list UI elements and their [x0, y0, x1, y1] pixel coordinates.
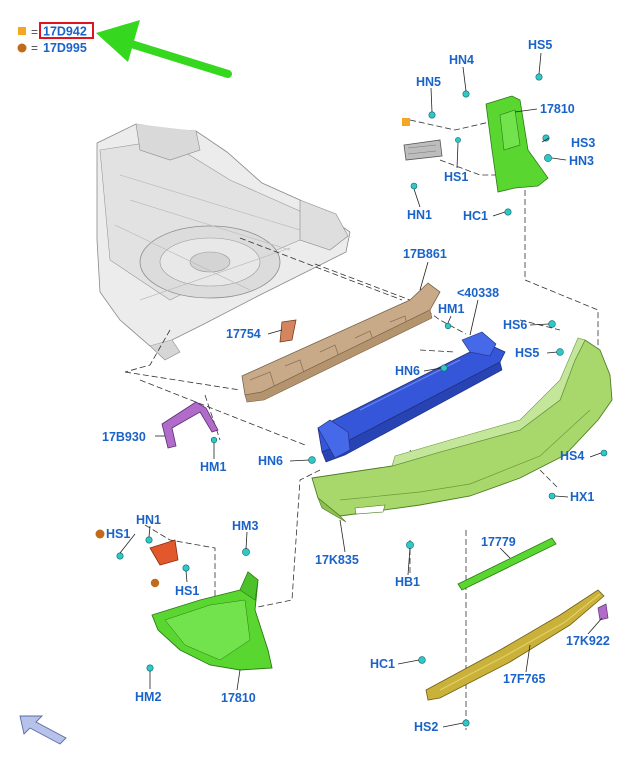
fastener-hs3[interactable]: [542, 134, 550, 142]
fastener-hn5-top[interactable]: [428, 111, 436, 119]
legend-equals-2: =: [31, 41, 38, 55]
green-pointer-arrow-icon: [96, 20, 232, 78]
fasteners: [116, 73, 608, 727]
fastener-hn3[interactable]: [544, 154, 552, 162]
callout-17810-top[interactable]: 17810: [540, 102, 575, 116]
fastener-hs4[interactable]: [600, 449, 608, 457]
side-bracket-17d995[interactable]: [149, 539, 179, 588]
callout-17779[interactable]: 17779: [481, 535, 516, 549]
legend-square-marker: [18, 27, 26, 35]
fastener-hm1-top[interactable]: [444, 322, 452, 330]
leader-lines: [119, 52, 603, 728]
rail-clip-17k922[interactable]: [597, 603, 609, 621]
fastener-hx1[interactable]: [548, 492, 556, 500]
bumper-cover-17k835[interactable]: [311, 337, 613, 523]
legend-circle-marker: [17, 43, 27, 53]
callout-labels: HS5 HN4 HN5 17810 HS3 HN3 HS1 HN1 HC1 17…: [95, 38, 610, 734]
callout-hs1-bottom[interactable]: HS1: [175, 584, 199, 598]
callout-hs6[interactable]: HS6: [503, 318, 527, 332]
callout-hc1-bottom[interactable]: HC1: [370, 657, 395, 671]
callout-hn1-top[interactable]: HN1: [407, 208, 432, 222]
reinforcement-strip-17779[interactable]: [457, 537, 557, 591]
callout-17f765[interactable]: 17F765: [503, 672, 545, 686]
callout-hs3[interactable]: HS3: [571, 136, 595, 150]
fastener-hm3[interactable]: [242, 548, 250, 556]
callout-hx1[interactable]: HX1: [570, 490, 594, 504]
fastener-hc1-bottom[interactable]: [418, 656, 426, 664]
absorber-bracket-17754[interactable]: [279, 319, 297, 343]
callout-17b861[interactable]: 17B861: [403, 247, 447, 261]
fastener-hs5-top[interactable]: [535, 73, 543, 81]
fastener-hn1-left[interactable]: [145, 536, 153, 544]
bumper-beam-40338[interactable]: [317, 331, 506, 463]
legend-highlight-box: [39, 22, 94, 39]
bracket-marker-circle: [150, 578, 160, 588]
callout-hs2[interactable]: HS2: [414, 720, 438, 734]
callout-hm1-left[interactable]: HM1: [200, 460, 226, 474]
fastener-hc1-top[interactable]: [504, 208, 512, 216]
callout-hm1-top[interactable]: HM1: [438, 302, 464, 316]
fastener-hs1-bottom[interactable]: [182, 564, 190, 572]
vehicle-front-direction-arrow-icon: [19, 715, 67, 745]
callout-hn3[interactable]: HN3: [569, 154, 594, 168]
vehicle-rear-floor: [96, 123, 351, 361]
upper-bracket-17810[interactable]: [485, 95, 549, 193]
legend-equals-1: =: [31, 25, 38, 39]
callout-hs5-mid[interactable]: HS5: [515, 346, 539, 360]
lower-side-bracket-17810[interactable]: [151, 571, 273, 671]
fastener-hn4[interactable]: [462, 90, 470, 98]
assembly-guide-lines: [124, 114, 599, 730]
legend-label-17d942[interactable]: 17D942: [43, 25, 87, 39]
callout-hs5-top[interactable]: HS5: [528, 38, 552, 52]
bracket-insert-17d942[interactable]: [402, 118, 443, 161]
callout-hn5-top[interactable]: HN5: [416, 75, 441, 89]
callout-hs1-left[interactable]: HS1: [106, 527, 130, 541]
fastener-hb1[interactable]: [406, 541, 414, 549]
callout-hm2[interactable]: HM2: [135, 690, 161, 704]
callout-hb1[interactable]: HB1: [395, 575, 420, 589]
lower-rail-17f765[interactable]: [425, 589, 605, 701]
callout-17754[interactable]: 17754: [226, 327, 261, 341]
fastener-hs2[interactable]: [462, 719, 470, 727]
energy-absorber-17b861[interactable]: [241, 282, 441, 403]
callout-hm3[interactable]: HM3: [232, 519, 258, 533]
callout-17810-bottom[interactable]: 17810: [221, 691, 256, 705]
callout-hs4[interactable]: HS4: [560, 449, 584, 463]
callout-40338[interactable]: <40338: [457, 286, 499, 300]
callout-17k835[interactable]: 17K835: [315, 553, 359, 567]
callout-hn6-top[interactable]: HN6: [395, 364, 420, 378]
fastener-hn6-top[interactable]: [440, 364, 448, 372]
fastener-hs1-top[interactable]: [455, 137, 461, 143]
callout-hc1-top[interactable]: HC1: [463, 209, 488, 223]
callout-hn4[interactable]: HN4: [449, 53, 474, 67]
fastener-hs1-left[interactable]: [116, 552, 124, 560]
callout-17b930[interactable]: 17B930: [102, 430, 146, 444]
callout-17k922[interactable]: 17K922: [566, 634, 610, 648]
fastener-hn6-left[interactable]: [308, 456, 316, 464]
fastener-hm1-left[interactable]: [210, 436, 218, 444]
fastener-hs6[interactable]: [548, 320, 556, 328]
legend: = 17D942 = 17D995: [17, 22, 94, 55]
fastener-hm2[interactable]: [146, 664, 154, 672]
insert-marker-square: [402, 118, 410, 126]
callout-hn6-left[interactable]: HN6: [258, 454, 283, 468]
fastener-hs5-mid[interactable]: [556, 348, 564, 356]
callout-hs1-left-marker: [95, 529, 105, 539]
fastener-hn1-top[interactable]: [410, 182, 418, 190]
purple-bracket-17b930[interactable]: [161, 401, 219, 449]
legend-label-17d995[interactable]: 17D995: [43, 41, 87, 55]
callout-hs1-top[interactable]: HS1: [444, 170, 468, 184]
callout-hn1-left[interactable]: HN1: [136, 513, 161, 527]
